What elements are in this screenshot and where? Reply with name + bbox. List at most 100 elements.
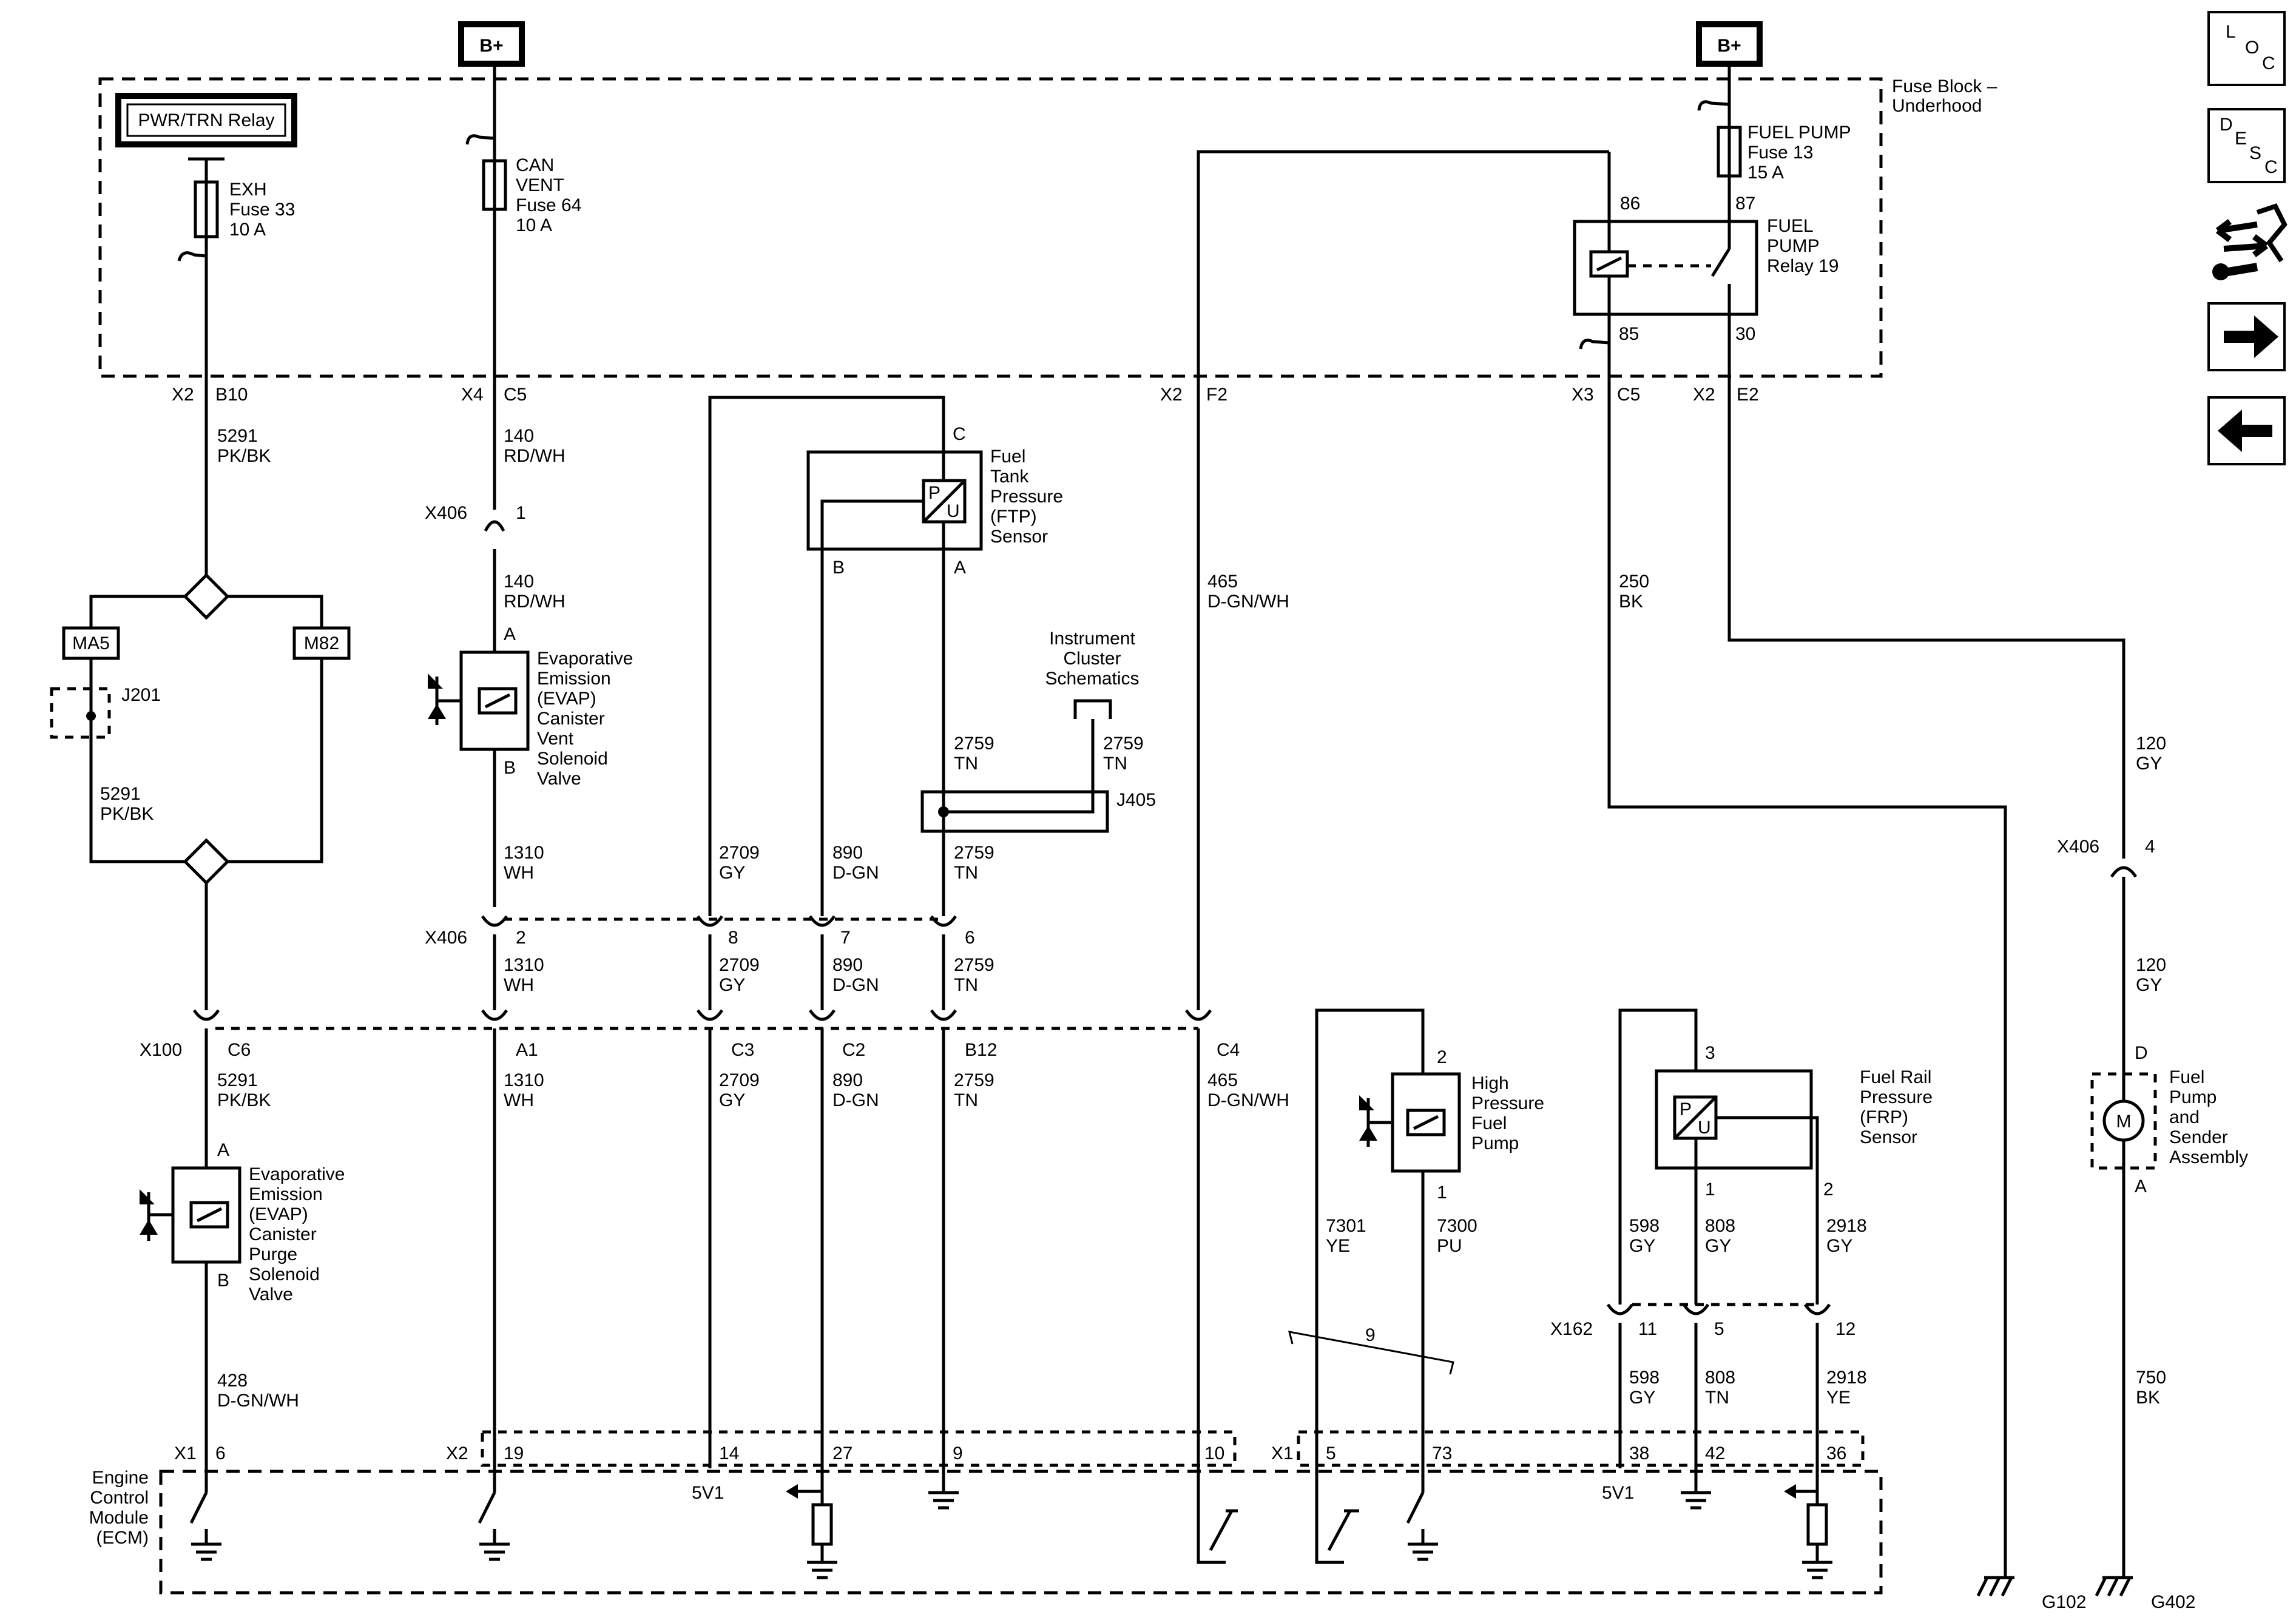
svg-text:TN: TN (954, 1090, 978, 1110)
svg-text:42: 42 (1705, 1443, 1725, 1463)
svg-text:E: E (2235, 129, 2247, 149)
svg-text:19: 19 (504, 1443, 524, 1463)
svg-text:2759: 2759 (954, 1070, 994, 1090)
loc-button[interactable]: L O C (2207, 11, 2286, 86)
svg-text:2709: 2709 (719, 955, 760, 975)
svg-text:X162: X162 (1550, 1319, 1593, 1339)
svg-text:Fuse 64: Fuse 64 (516, 195, 581, 215)
svg-text:X100: X100 (140, 1040, 182, 1060)
svg-text:Pressure: Pressure (1860, 1087, 1933, 1107)
svg-text:X2: X2 (446, 1443, 468, 1463)
svg-text:CAN: CAN (516, 155, 554, 175)
svg-text:GY: GY (1629, 1388, 1655, 1408)
svg-text:Valve: Valve (249, 1284, 293, 1305)
svg-text:30: 30 (1735, 324, 1755, 344)
svg-text:YE: YE (1826, 1388, 1851, 1408)
connector-tools-icon[interactable] (2212, 203, 2288, 280)
svg-text:TN: TN (954, 863, 978, 883)
next-arrow-icon[interactable] (2207, 302, 2286, 371)
svg-text:Engine: Engine (92, 1468, 149, 1488)
svg-text:Tank: Tank (990, 467, 1029, 487)
svg-text:D-GN/WH: D-GN/WH (1207, 1090, 1289, 1110)
svg-text:X3: X3 (1572, 385, 1594, 405)
svg-text:Evaporative: Evaporative (537, 649, 633, 669)
x100-labels: X100 C6 A1 C3 C2 B12 C4 (140, 1040, 1240, 1060)
svg-text:Control: Control (90, 1488, 149, 1508)
fuel-pump-motor: M (2102, 1099, 2145, 1142)
svg-text:Canister: Canister (537, 709, 605, 729)
sender-pin-d: D (2135, 1043, 2148, 1063)
frp-pin-2: 2 (1823, 1180, 1834, 1200)
svg-text:Pressure: Pressure (990, 487, 1063, 507)
svg-text:Canister: Canister (249, 1224, 317, 1244)
svg-text:J201: J201 (121, 685, 161, 705)
svg-text:WH: WH (504, 1090, 534, 1110)
desc-button[interactable]: D E S C (2207, 108, 2286, 183)
splice-j405 (920, 790, 1109, 833)
frp-sensor-label: Fuel Rail Pressure (FRP) Sensor (1860, 1067, 1933, 1147)
svg-text:Sender: Sender (2169, 1127, 2228, 1147)
svg-text:86: 86 (1620, 194, 1640, 214)
svg-text:TN: TN (954, 754, 978, 774)
svg-text:598: 598 (1629, 1368, 1660, 1388)
svg-text:8: 8 (728, 928, 738, 948)
svg-text:P: P (1680, 1099, 1692, 1119)
svg-text:GY: GY (1629, 1236, 1655, 1256)
svg-text:EXH: EXH (229, 180, 267, 200)
svg-text:RD/WH: RD/WH (504, 592, 566, 612)
svg-text:M: M (2116, 1112, 2132, 1132)
nav-buttons: L O C D E S C (2207, 11, 2288, 465)
fuel-pump-fuse-label: FUEL PUMP Fuse 13 15 A (1747, 123, 1851, 183)
svg-text:BK: BK (2136, 1388, 2160, 1408)
svg-text:D: D (2220, 115, 2233, 135)
svg-text:Fuse 13: Fuse 13 (1747, 143, 1813, 163)
svg-text:10 A: 10 A (229, 220, 266, 240)
svg-text:C: C (2262, 53, 2275, 73)
j201-label: J201 (121, 685, 161, 705)
svg-text:10 A: 10 A (516, 215, 552, 235)
svg-text:WH: WH (504, 975, 534, 995)
svg-text:Sensor: Sensor (1860, 1127, 1917, 1147)
svg-text:(ECM): (ECM) (96, 1528, 149, 1548)
ecm-outline (159, 1470, 1883, 1595)
svg-text:C3: C3 (731, 1040, 754, 1060)
svg-text:O: O (2245, 38, 2259, 58)
svg-text:YE: YE (1326, 1236, 1350, 1256)
svg-text:2709: 2709 (719, 843, 760, 863)
svg-text:FUEL: FUEL (1767, 216, 1814, 236)
svg-text:6: 6 (215, 1443, 226, 1463)
svg-text:2709: 2709 (719, 1070, 760, 1090)
svg-text:GY: GY (719, 1090, 745, 1110)
svg-text:38: 38 (1629, 1443, 1649, 1463)
svg-text:85: 85 (1619, 324, 1639, 344)
svg-text:36: 36 (1826, 1443, 1846, 1463)
svg-text:2918: 2918 (1826, 1216, 1867, 1236)
svg-text:(EVAP): (EVAP) (249, 1204, 308, 1224)
hp-fuel-pump-label: High Pressure Fuel Pump (1471, 1073, 1544, 1153)
svg-text:G402: G402 (2151, 1592, 2195, 1612)
svg-text:PUMP: PUMP (1767, 236, 1820, 256)
svg-text:GY: GY (719, 975, 745, 995)
svg-text:TN: TN (954, 975, 978, 995)
svg-text:PK/BK: PK/BK (100, 804, 154, 824)
svg-text:Cluster: Cluster (1063, 649, 1121, 669)
svg-text:10: 10 (1204, 1443, 1224, 1463)
svg-text:5291: 5291 (217, 426, 258, 446)
evap-vent-label: Evaporative Emission (EVAP) Canister Ven… (537, 649, 633, 789)
svg-text:7300: 7300 (1437, 1216, 1477, 1236)
svg-text:140: 140 (504, 426, 534, 446)
svg-text:14: 14 (719, 1443, 739, 1463)
fuse-block-label: Fuse Block – Underhood (1892, 76, 1997, 116)
j405-label: J405 (1116, 790, 1156, 810)
svg-text:2759: 2759 (954, 955, 994, 975)
svg-text:15 A: 15 A (1747, 163, 1784, 183)
twisted-pair-label: 9 (1365, 1325, 1376, 1345)
svg-text:C4: C4 (1217, 1040, 1240, 1060)
svg-text:Module: Module (89, 1508, 149, 1528)
x406-labels: X406 1 X406 2 8 7 6 X406 4 (425, 503, 2155, 948)
svg-text:GY: GY (2136, 754, 2162, 774)
svg-text:Fuel: Fuel (1471, 1113, 1507, 1133)
prev-arrow-icon[interactable] (2207, 396, 2286, 465)
